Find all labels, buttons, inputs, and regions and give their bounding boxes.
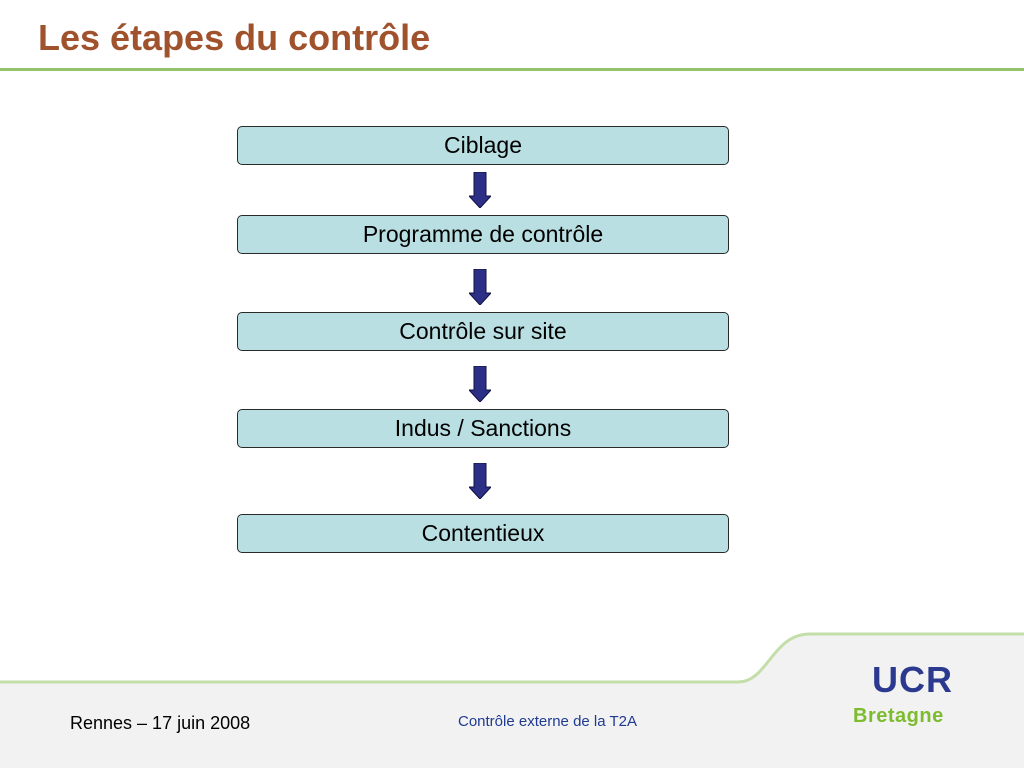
down-arrow-icon: [469, 366, 491, 402]
flow-step-indus-sanctions: Indus / Sanctions: [237, 409, 729, 448]
flow-step-controle-sur-site: Contrôle sur site: [237, 312, 729, 351]
flow-step-contentieux: Contentieux: [237, 514, 729, 553]
flow-step-label: Programme de contrôle: [362, 221, 604, 247]
flow-step-ciblage: Ciblage: [237, 126, 729, 165]
title-underline: [0, 68, 1024, 71]
flow-step-label: Ciblage: [444, 132, 522, 158]
flow-step-label: Indus / Sanctions: [394, 415, 572, 441]
down-arrow-icon: [469, 269, 491, 305]
ucr-bretagne-logo: UCR Bretagne: [850, 660, 970, 732]
flow-step-programme: Programme de contrôle: [237, 215, 729, 254]
down-arrow-icon: [469, 172, 491, 208]
footer-wave: [0, 632, 1024, 768]
logo-region-text: Bretagne: [853, 705, 944, 727]
footer-location-date: Rennes – 17 juin 2008: [70, 713, 251, 733]
logo-ucr-text: UCR: [872, 659, 953, 700]
footer-presentation-title: Contrôle externe de la T2A: [458, 713, 637, 730]
flow-step-label: Contrôle sur site: [399, 318, 567, 344]
flow-step-label: Contentieux: [421, 520, 545, 546]
down-arrow-icon: [469, 463, 491, 499]
slide-title: Les étapes du contrôle: [38, 17, 431, 58]
